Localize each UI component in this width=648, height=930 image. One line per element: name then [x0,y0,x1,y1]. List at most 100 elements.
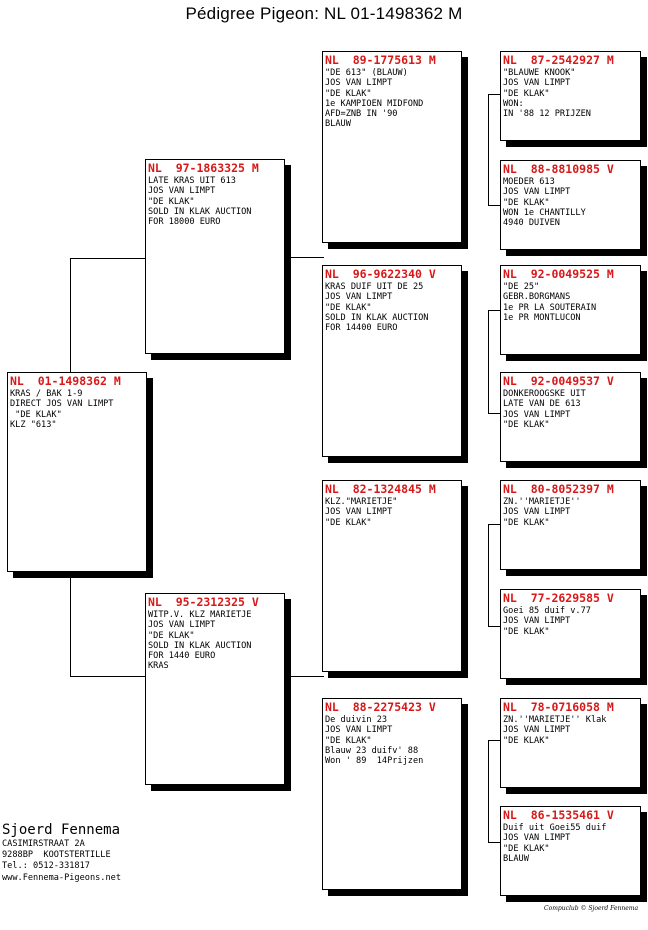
pigeon-detail: 1e PR MONTLUCON [503,312,581,323]
pigeon-detail: SOLD IN KLAK AUCTION [148,206,252,217]
connector [488,524,489,626]
ring-number: NL 01-1498362 M [10,374,121,388]
pigeon-detail: KRAS DUIF UIT DE 25 [325,282,424,292]
pigeon-detail: 1e KAMPIOEN MIDFOND [325,98,424,109]
ring-number: NL 87-2542927 M [503,53,614,67]
connector [290,257,324,258]
page-title: Pédigree Pigeon: NL 01-1498362 M [185,4,463,23]
pigeon-detail: BLAUW [503,853,529,864]
pigeon-card-ggp-2[interactable]: NL 88-8810985 V MOEDER 613 JOS VAN LIMPT… [500,160,641,250]
ring-number: NL 95-2312325 V [148,595,259,609]
pigeon-detail: WITP.V. KLZ MARIETJE [148,610,252,620]
pigeon-detail: "DE 613" (BLAUW) [325,68,408,78]
pigeon-detail: JOS VAN LIMPT [503,409,571,420]
pigeon-detail: 4940 DUIVEN [503,218,560,229]
pigeon-detail: FOR 14400 EURO [325,323,398,334]
pigeon-detail: JOS VAN LIMPT [503,78,571,89]
pigeon-card-ggp-5[interactable]: NL 80-8052397 M ZN.''MARIETJE'' JOS VAN … [500,480,641,570]
pigeon-detail: "BLAUWE KNOOK" [503,68,576,78]
pigeon-detail: KRAS / BAK 1-9 [10,389,83,399]
pigeon-detail: "DE KLAK" [148,630,195,641]
pigeon-detail: BLAUW [325,119,351,130]
pigeon-detail: JOS VAN LIMPT [503,616,571,627]
pigeon-detail: DONKEROOGSKE UIT [503,389,586,399]
breeder-info: Sjoerd Fennema CASIMIRSTRAAT 2A 9288BP K… [2,822,121,884]
pigeon-card-ggp-1[interactable]: NL 87-2542927 M "BLAUWE KNOOK" JOS VAN L… [500,51,641,141]
ring-number: NL 92-0049537 V [503,374,614,388]
ring-number: NL 92-0049525 M [503,267,614,281]
pigeon-card-grandsire-maternal[interactable]: NL 82-1324845 M KLZ."MARIETJE" JOS VAN L… [322,480,462,672]
pigeon-detail: "DE KLAK" [503,88,550,99]
pigeon-detail: "DE KLAK" [503,626,550,637]
pigeon-detail: JOS VAN LIMPT [503,507,571,518]
pigeon-card-granddam-paternal[interactable]: NL 96-9622340 V KRAS DUIF UIT DE 25 JOS … [322,265,462,457]
pigeon-detail: WON: [503,98,524,109]
pigeon-detail: WON 1e CHANTILLY [503,207,586,218]
pigeon-detail: JOS VAN LIMPT [503,725,571,736]
pigeon-detail: JOS VAN LIMPT [148,620,216,631]
ring-number: NL 89-1775613 M [325,53,436,67]
connector [488,205,502,206]
pigeon-detail: "DE KLAK" [325,517,372,528]
pigeon-detail: "DE KLAK" [325,302,372,313]
pigeon-card-ggp-3[interactable]: NL 92-0049525 M "DE 25" GEBR.BORGMANS 1e… [500,265,641,355]
pigeon-detail: KLZ "613" [10,419,57,430]
credit-text: Compuclub © Sjoerd Fennema [544,905,639,912]
pigeon-detail: GEBR.BORGMANS [503,292,571,303]
pigeon-detail: SOLD IN KLAK AUCTION [325,312,429,323]
pigeon-card-subject[interactable]: NL 01-1498362 M KRAS / BAK 1-9 DIRECT JO… [7,372,147,572]
pigeon-detail: "DE KLAK" [148,196,195,207]
connector [70,572,71,676]
pigeon-detail: De duivin 23 [325,715,388,725]
pigeon-detail: AFD=ZNB IN '90 [325,109,398,120]
connector [488,310,489,413]
pigeon-card-ggp-6[interactable]: NL 77-2629585 V Goei 85 duif v.77 JOS VA… [500,589,641,679]
ring-number: NL 97-1863325 M [148,161,259,175]
pigeon-card-ggp-8[interactable]: NL 86-1535461 V Duif uit Goei55 duif JOS… [500,806,641,896]
ring-number: NL 82-1324845 M [325,482,436,496]
breeder-name: Sjoerd Fennema [2,822,121,838]
pigeon-detail: JOS VAN LIMPT [325,78,393,89]
pigeon-detail: LATE KRAS UIT 613 [148,176,236,186]
connector [488,94,489,205]
pigeon-detail: JOS VAN LIMPT [503,833,571,844]
breeder-address: CASIMIRSTRAAT 2A [2,839,85,849]
connector [488,413,502,414]
ring-number: NL 80-8052397 M [503,482,614,496]
connector [488,310,502,311]
pigeon-card-ggp-7[interactable]: NL 78-0716058 M ZN.''MARIETJE'' Klak JOS… [500,698,641,788]
pigeon-detail: Duif uit Goei55 duif [503,823,607,833]
ring-number: NL 96-9622340 V [325,267,436,281]
pigeon-detail: JOS VAN LIMPT [325,725,393,736]
connector [488,524,502,525]
pigeon-detail: IN '88 12 PRIJZEN [503,109,591,120]
pigeon-card-ggp-4[interactable]: NL 92-0049537 V DONKEROOGSKE UIT LATE VA… [500,372,641,462]
connector [70,676,146,677]
pigeon-card-sire[interactable]: NL 97-1863325 M LATE KRAS UIT 613 JOS VA… [145,159,285,354]
connector [488,94,502,95]
pigeon-detail: FOR 1440 EURO [148,651,216,662]
pigeon-detail: LATE VAN DE 613 [503,399,581,410]
connector [488,740,502,741]
ring-number: NL 88-2275423 V [325,700,436,714]
pigeon-detail: DIRECT JOS VAN LIMPT [10,399,114,410]
connector [70,258,71,372]
pigeon-detail: JOS VAN LIMPT [325,292,393,303]
pigeon-card-dam[interactable]: NL 95-2312325 V WITP.V. KLZ MARIETJE JOS… [145,593,285,785]
connector [488,626,502,627]
ring-number: NL 86-1535461 V [503,808,614,822]
pigeon-detail: MOEDER 613 [503,177,555,187]
pigeon-detail: FOR 18000 EURO [148,217,221,228]
pigeon-detail: "DE KLAK" [10,409,62,420]
pigeon-detail: JOS VAN LIMPT [325,507,393,518]
pigeon-detail: "DE KLAK" [503,197,550,208]
pigeon-card-granddam-maternal[interactable]: NL 88-2275423 V De duivin 23 JOS VAN LIM… [322,698,462,890]
pigeon-detail: ZN.''MARIETJE'' [503,497,581,507]
pigeon-card-grandsire-paternal[interactable]: NL 89-1775613 M "DE 613" (BLAUW) JOS VAN… [322,51,462,243]
pigeon-detail: JOS VAN LIMPT [503,187,571,198]
ring-number: NL 78-0716058 M [503,700,614,714]
pigeon-detail: "DE KLAK" [325,88,372,99]
pigeon-detail: Won ' 89 14Prijzen [325,756,424,767]
ring-number: NL 88-8810985 V [503,162,614,176]
breeder-website[interactable]: www.Fennema-Pigeons.net [2,872,121,883]
